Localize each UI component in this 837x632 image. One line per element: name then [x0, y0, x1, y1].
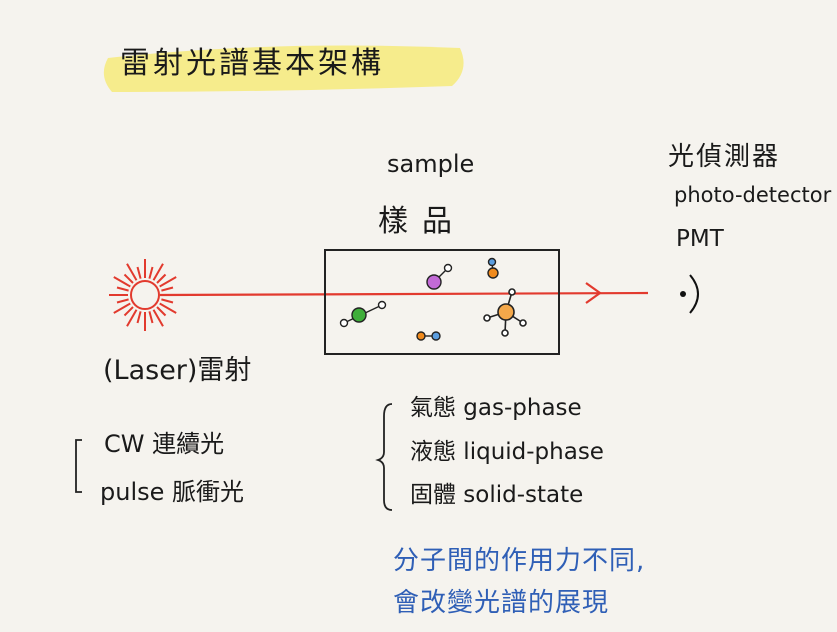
laser-mode-bracket — [75, 439, 82, 493]
note-line-2: 會改變光譜的展現 — [393, 588, 610, 618]
sample-label-en: sample — [387, 150, 475, 178]
sample-label-zh: 樣品 — [378, 204, 466, 239]
laser-ray — [113, 302, 131, 314]
beam-arrowhead — [585, 282, 602, 304]
detector-label-zh: 光偵測器 — [668, 142, 781, 172]
title-highlight — [103, 45, 464, 92]
detector-icon — [680, 274, 699, 314]
laser-ray — [148, 266, 154, 279]
phase-solid: 固體 solid-state — [410, 482, 584, 508]
molecule-orange-blue — [416, 331, 441, 341]
laser-ray — [152, 263, 164, 281]
laser-ray — [126, 263, 138, 281]
laser-ray — [152, 309, 164, 327]
laser-ray — [159, 302, 177, 314]
laser-ray — [123, 306, 134, 317]
note-line-1: 分子間的作用力不同, — [393, 546, 646, 576]
molecule-green — [339, 300, 387, 328]
detector-label-pmt: PMT — [676, 226, 724, 252]
laser-beam — [159, 291, 649, 297]
phase-brace — [375, 403, 393, 511]
molecule-purple — [426, 263, 453, 290]
laser-ray — [136, 266, 142, 279]
laser-ray — [161, 298, 174, 304]
phase-liquid: 液態 liquid-phase — [410, 439, 604, 465]
sample-box — [324, 249, 560, 355]
laser-ray — [148, 311, 154, 324]
molecule-tetrahedral — [483, 288, 527, 337]
laser-ray — [123, 273, 134, 284]
molecule-blue-orange — [487, 257, 499, 279]
laser-mode-pulse: pulse 脈衝光 — [100, 478, 245, 506]
laser-mode-cw: CW 連續光 — [104, 430, 225, 458]
laser-ray — [136, 311, 142, 324]
laser-ray — [116, 286, 129, 292]
laser-ray — [156, 273, 167, 284]
laser-icon — [109, 259, 181, 331]
laser-ray — [159, 276, 177, 288]
page-title: 雷射光譜基本架構 — [120, 46, 384, 81]
laser-ray — [156, 306, 167, 317]
laser-ray — [116, 298, 129, 304]
laser-ray — [126, 309, 138, 327]
laser-label: (Laser)雷射 — [103, 355, 252, 386]
phase-gas: 氣態 gas-phase — [410, 395, 582, 421]
laser-ray — [113, 276, 131, 288]
detector-label-en: photo-detector — [674, 183, 832, 207]
laser-ray — [161, 286, 174, 292]
